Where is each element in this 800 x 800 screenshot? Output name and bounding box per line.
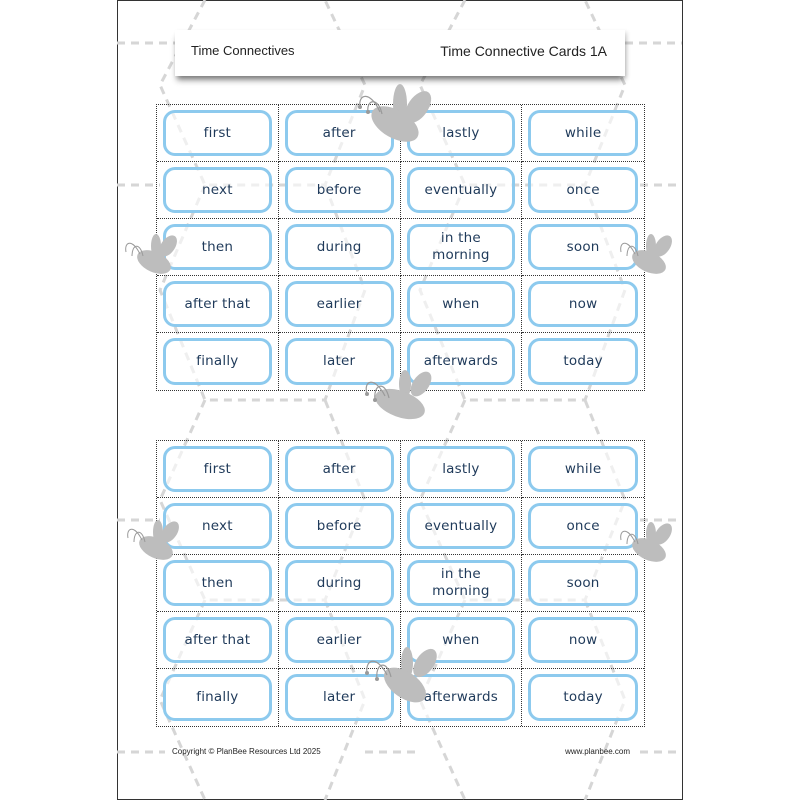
connective-card[interactable]: eventually <box>406 503 516 549</box>
card-cell: now <box>522 612 644 669</box>
website-link[interactable]: www.planbee.com <box>565 747 630 756</box>
connective-card[interactable]: before <box>284 167 394 213</box>
connective-card[interactable]: afterwards <box>406 338 516 385</box>
card-cell: lastly <box>400 105 523 162</box>
card-cell: in the morning <box>400 219 523 276</box>
connective-card[interactable]: now <box>528 281 638 327</box>
connective-card[interactable]: after <box>284 110 394 156</box>
connective-card[interactable]: next <box>163 167 272 213</box>
card-cell: then <box>157 219 279 276</box>
card-cell: once <box>522 498 644 555</box>
card-cell: soon <box>522 555 644 612</box>
card-cell: earlier <box>278 612 401 669</box>
card-cell: eventually <box>400 498 523 555</box>
card-cell: afterwards <box>401 333 523 390</box>
card-cell: soon <box>522 219 644 276</box>
connective-card[interactable]: soon <box>528 224 638 270</box>
card-cell: once <box>522 162 644 219</box>
connective-card[interactable]: first <box>163 446 272 492</box>
connective-card[interactable]: before <box>284 503 394 549</box>
card-cell: next <box>157 162 279 219</box>
connective-card[interactable]: later <box>284 674 394 721</box>
card-cell: lastly <box>400 441 523 498</box>
card-cell: during <box>278 555 401 612</box>
connective-card[interactable]: when <box>406 617 516 663</box>
card-sheet-1: first after lastly while next before eve… <box>156 104 645 391</box>
connective-card[interactable]: later <box>284 338 394 385</box>
connective-card[interactable]: in the morning <box>406 560 516 606</box>
connective-card[interactable]: lastly <box>406 446 516 492</box>
card-cell: in the morning <box>400 555 523 612</box>
card-cell: when <box>400 276 523 333</box>
card-cell: today <box>522 669 644 726</box>
card-cell: now <box>522 276 644 333</box>
card-cell: later <box>279 333 401 390</box>
connective-card[interactable]: today <box>528 338 638 385</box>
card-cell: first <box>157 441 279 498</box>
connective-card[interactable]: after <box>284 446 394 492</box>
connective-card[interactable]: during <box>284 560 394 606</box>
connective-card[interactable]: eventually <box>406 167 516 213</box>
card-cell: today <box>522 333 644 390</box>
connective-card[interactable]: now <box>528 617 638 663</box>
connective-card[interactable]: lastly <box>406 110 516 156</box>
card-cell: after <box>278 105 401 162</box>
card-cell: during <box>278 219 401 276</box>
sheet-title: Time Connective Cards 1A <box>440 43 607 59</box>
connective-card[interactable]: during <box>284 224 394 270</box>
card-cell: after <box>278 441 401 498</box>
connective-card[interactable]: finally <box>163 338 272 385</box>
topic-title: Time Connectives <box>191 43 295 58</box>
card-cell: then <box>157 555 279 612</box>
card-cell: next <box>157 498 279 555</box>
connective-card[interactable]: then <box>163 224 272 270</box>
connective-card[interactable]: after that <box>163 617 272 663</box>
card-sheet-2: first after lastly while next before eve… <box>156 440 645 727</box>
card-cell: after that <box>157 612 279 669</box>
connective-card[interactable]: finally <box>163 674 272 721</box>
card-cell: afterwards <box>401 669 523 726</box>
connective-card[interactable]: once <box>528 167 638 213</box>
connective-card[interactable]: soon <box>528 560 638 606</box>
connective-card[interactable]: then <box>163 560 272 606</box>
connective-card[interactable]: once <box>528 503 638 549</box>
connective-card[interactable]: when <box>406 281 516 327</box>
connective-card[interactable]: today <box>528 674 638 721</box>
connective-card[interactable]: after that <box>163 281 272 327</box>
card-cell: before <box>278 162 401 219</box>
card-cell: when <box>400 612 523 669</box>
copyright-text: Copyright © PlanBee Resources Ltd 2025 <box>172 747 321 756</box>
connective-card[interactable]: afterwards <box>406 674 516 721</box>
connective-card[interactable]: next <box>163 503 272 549</box>
card-cell: later <box>279 669 401 726</box>
card-cell: finally <box>157 333 279 390</box>
card-cell: while <box>522 441 644 498</box>
card-cell: while <box>522 105 644 162</box>
worksheet-header: Time Connectives Time Connective Cards 1… <box>175 30 625 76</box>
card-cell: earlier <box>278 276 401 333</box>
connective-card[interactable]: while <box>528 110 638 156</box>
connective-card[interactable]: while <box>528 446 638 492</box>
connective-card[interactable]: earlier <box>284 617 394 663</box>
card-cell: before <box>278 498 401 555</box>
card-cell: finally <box>157 669 279 726</box>
card-cell: eventually <box>400 162 523 219</box>
card-cell: first <box>157 105 279 162</box>
connective-card[interactable]: earlier <box>284 281 394 327</box>
connective-card[interactable]: first <box>163 110 272 156</box>
card-cell: after that <box>157 276 279 333</box>
connective-card[interactable]: in the morning <box>406 224 516 270</box>
